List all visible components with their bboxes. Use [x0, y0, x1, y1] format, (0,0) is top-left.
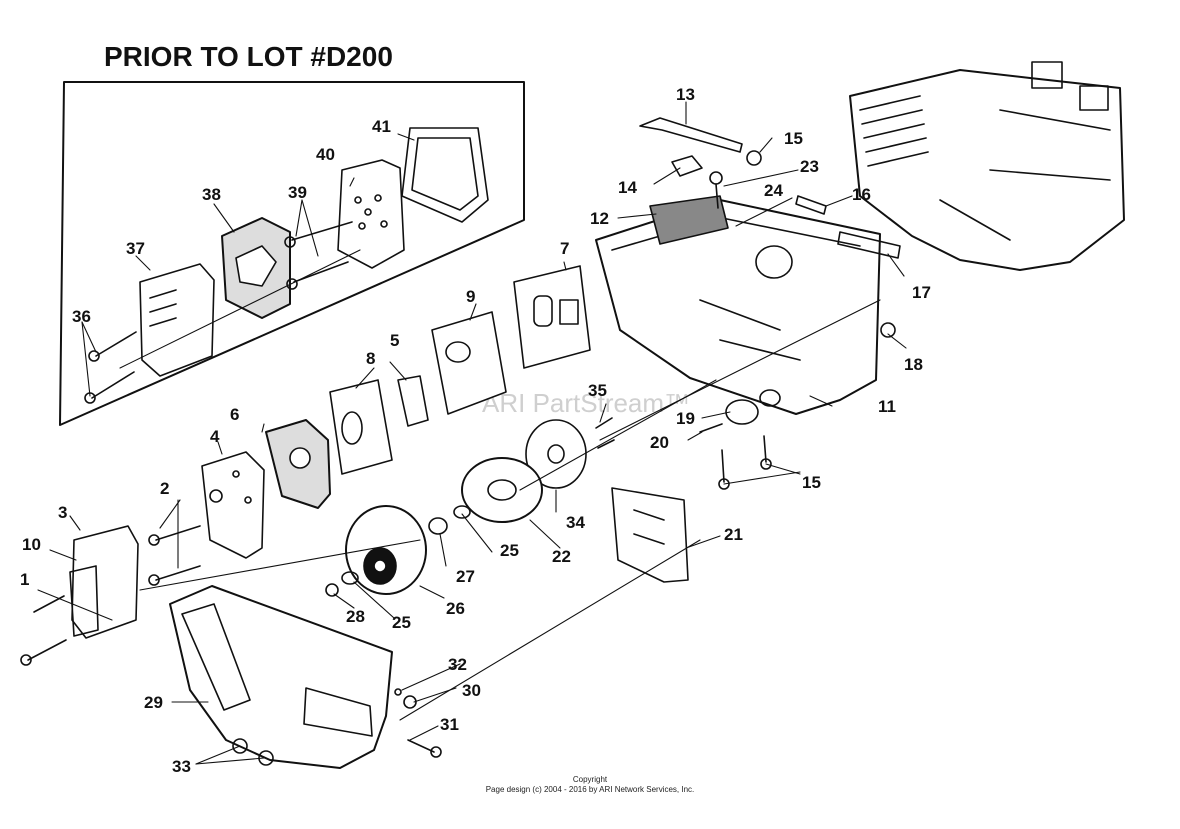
callout-16: 16: [852, 185, 871, 204]
callout-34: 34: [566, 513, 585, 532]
callout-37: 37: [126, 239, 145, 258]
callout-14: 14: [618, 178, 637, 197]
inset-box: [59, 81, 525, 426]
callout-21: 21: [724, 525, 743, 544]
callout-41: 41: [372, 117, 391, 136]
part-28-nut: [325, 583, 339, 597]
callout-18: 18: [904, 355, 923, 374]
part-38-screen: [221, 217, 291, 319]
part-1-screws: [20, 595, 67, 666]
callout-20: 20: [650, 433, 669, 452]
callout-9: 9: [466, 287, 475, 306]
callout-5: 5: [390, 331, 399, 350]
part-40-plate: [337, 159, 405, 269]
part-7-plate: [513, 265, 591, 369]
callout-39: 39: [288, 183, 307, 202]
callout-40: 40: [316, 145, 335, 164]
part-9-muffler-body: [431, 311, 507, 415]
callout-11: 11: [878, 397, 896, 416]
callout-32: 32: [448, 655, 467, 674]
part-8-plate: [329, 379, 393, 475]
callout-8: 8: [366, 349, 375, 368]
callout-17: 17: [912, 283, 931, 302]
part-34-disc: [525, 419, 587, 489]
callout-28: 28: [346, 607, 365, 626]
callout-38: 38: [202, 185, 221, 204]
callout-30: 30: [462, 681, 481, 700]
callout-15-top: 15: [784, 129, 803, 148]
part-32-pin: [394, 688, 402, 696]
part-41-housing: [401, 127, 489, 223]
part-13-throttle: [639, 117, 743, 153]
callout-19: 19: [676, 409, 695, 428]
callout-10: 10: [22, 535, 41, 554]
callout-6: 6: [230, 405, 239, 424]
leader-lines: [37, 101, 907, 765]
part-17-gasket: [837, 231, 901, 259]
callout-24: 24: [764, 181, 783, 200]
watermark: ARI PartStream™: [482, 388, 690, 418]
callout-25-lower: 25: [392, 613, 411, 632]
callout-1: 1: [20, 570, 29, 589]
part-25-washer-lower: [341, 571, 359, 585]
part-16-bracket: [795, 195, 827, 215]
part-30-nut: [403, 695, 417, 709]
callout-13: 13: [676, 85, 695, 104]
callout-4: 4: [210, 427, 220, 446]
callout-3: 3: [58, 503, 67, 522]
footer-page-design: Page design (c) 2004 - 2016 by ARI Netwo…: [485, 785, 695, 794]
part-15-screws-bottom: [718, 435, 772, 490]
part-engine: [849, 61, 1125, 271]
callout-35: 35: [588, 381, 607, 400]
part-15-screw-top: [746, 150, 762, 166]
part-20-screw: [699, 423, 723, 433]
part-2-screws: [148, 525, 201, 586]
part-25-washer-upper: [453, 505, 471, 519]
part-6-screen: [265, 419, 331, 509]
callout-27: 27: [456, 567, 475, 586]
part-27-bearing: [428, 517, 448, 535]
part-39-screws: [284, 221, 353, 290]
part-5-gasket: [397, 375, 429, 427]
callout-36: 36: [72, 307, 91, 326]
callout-31: 31: [440, 715, 459, 734]
part-11-crankcase: [595, 199, 881, 415]
part-29-chain-cover: [169, 585, 393, 769]
footer-copyright: Copyright: [572, 775, 608, 784]
callout-7: 7: [560, 239, 569, 258]
part-19-boss: [725, 399, 759, 425]
part-21-plate: [611, 487, 689, 583]
callout-29: 29: [144, 693, 163, 712]
callout-2: 2: [160, 479, 169, 498]
callout-15-bottom: 15: [802, 473, 821, 492]
part-35-screws: [595, 417, 615, 449]
part-14-trigger: [671, 155, 703, 177]
callout-12: 12: [590, 209, 609, 228]
part-37-cover: [139, 263, 215, 377]
callout-22: 22: [552, 547, 571, 566]
part-4-plate: [201, 451, 265, 559]
part-31-bolt: [407, 739, 442, 758]
part-26-drum: [345, 505, 427, 595]
part-10-plate: [69, 565, 99, 637]
callout-25-upper: 25: [500, 541, 519, 560]
callout-26: 26: [446, 599, 465, 618]
part-3-cover: [71, 525, 139, 639]
part-36-screws: [84, 331, 137, 404]
part-23-screw: [709, 171, 723, 209]
diagram-title: PRIOR TO LOT #D200: [104, 41, 393, 72]
callout-33: 33: [172, 757, 191, 776]
part-22-clutch: [461, 457, 543, 523]
part-12-cover: [649, 195, 729, 245]
part-18-nut: [880, 322, 896, 338]
callout-23: 23: [800, 157, 819, 176]
